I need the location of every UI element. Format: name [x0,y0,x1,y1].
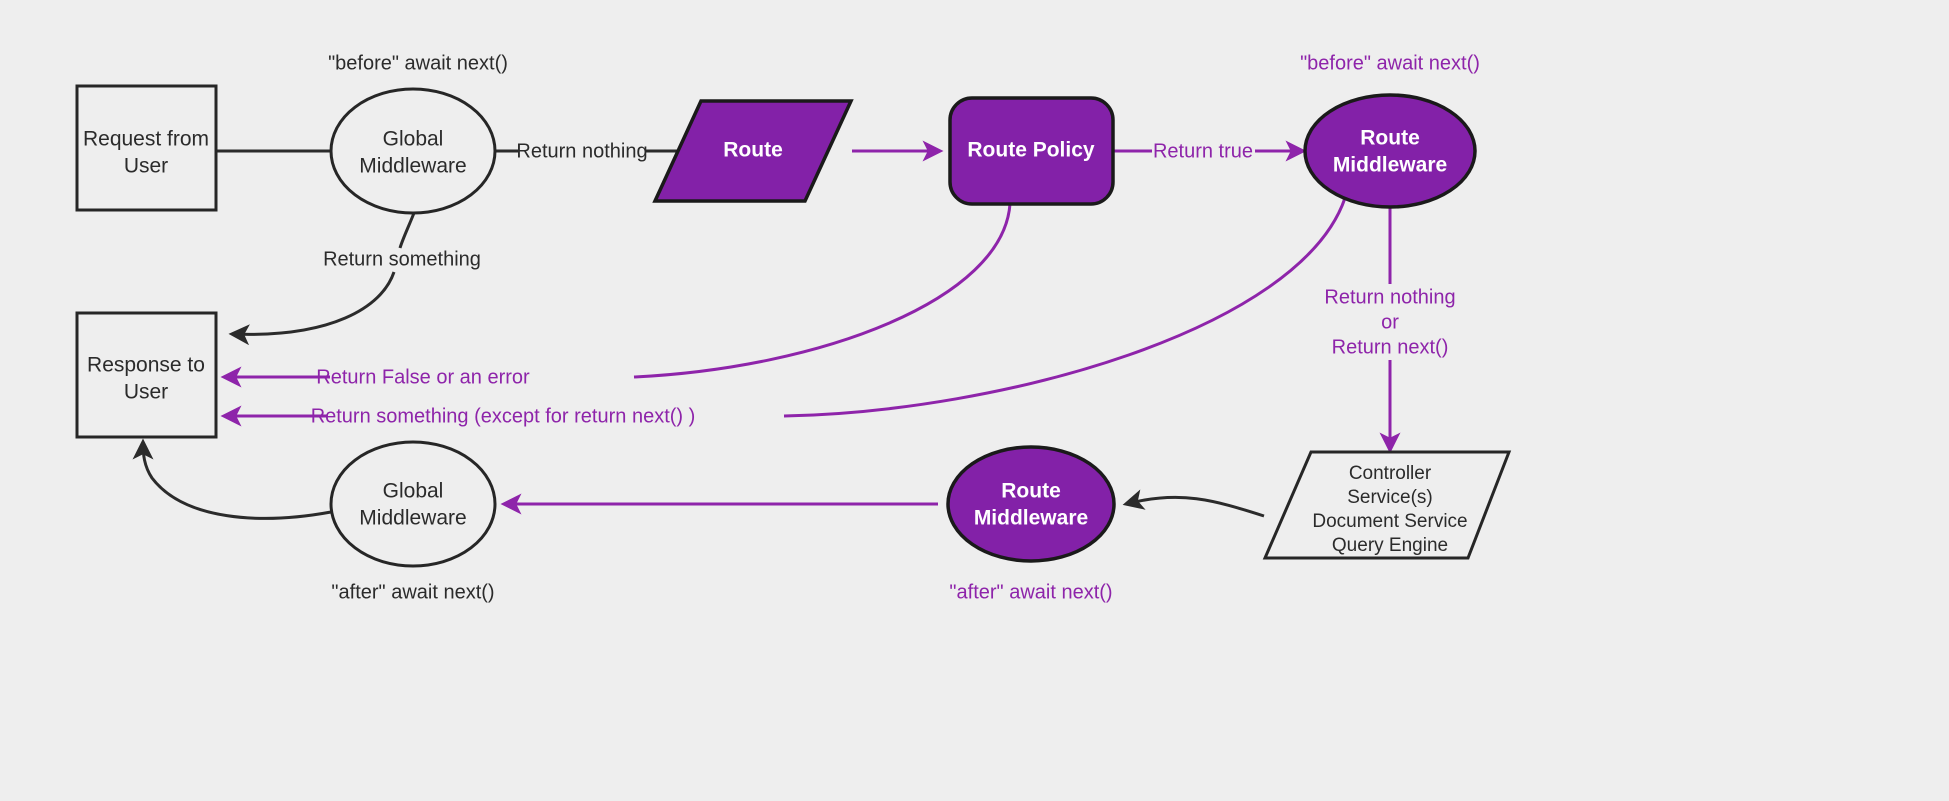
node-route-policy-label: Route Policy [967,139,1095,162]
edge-label-return-true: Return true [1153,140,1253,162]
node-global-middleware-top[interactable]: Global Middleware [329,87,497,215]
edge-route-policy-to-response-curve [633,203,1012,379]
node-request-from-user-line1: Request from [83,128,209,151]
edge-route-middleware-to-response-curve [783,197,1347,418]
edge-label-return-nothing-or-line1: Return nothing [1324,286,1455,308]
node-global-middleware-top-line1: Global [383,128,444,151]
annotation-after-await-next-bottom-right: "after" await next() [949,581,1112,603]
node-route-label: Route [723,139,783,162]
node-response-to-user-line1: Response to [87,354,205,377]
node-route-middleware-bottom-line1: Route [1001,480,1061,503]
edge-label-return-something-except: Return something (except for return next… [311,405,696,427]
node-global-middleware-bottom[interactable]: Global Middleware [329,440,497,568]
node-response-to-user[interactable]: Response to User [75,311,218,439]
edge-label-return-nothing: Return nothing [516,140,647,162]
annotation-before-await-next-top-left: "before" await next() [328,52,508,74]
annotation-before-await-next-top-right: "before" await next() [1300,52,1480,74]
node-global-middleware-top-line2: Middleware [359,155,466,178]
node-controller-stack[interactable]: Controller Service(s) Document Service Q… [1262,450,1512,560]
node-global-middleware-bottom-line1: Global [383,480,444,503]
node-route-middleware-bottom[interactable]: Route Middleware [946,445,1116,563]
edge-label-return-nothing-or-line2: or [1381,311,1399,333]
edge-global-middleware-bottom-to-response [132,438,332,520]
edge-controller-to-route-middleware-bottom [1122,489,1265,518]
edge-global-middleware-to-response-b [228,271,396,346]
node-route-middleware-bottom-line2: Middleware [974,507,1088,530]
node-controller-stack-line3: Document Service [1312,511,1467,532]
node-route[interactable]: Route [652,99,854,203]
node-controller-stack-line2: Service(s) [1347,487,1433,508]
edge-label-return-false-or-error: Return False or an error [316,366,530,388]
node-controller-stack-line4: Query Engine [1332,535,1448,556]
node-route-middleware-top-line2: Middleware [1333,154,1447,177]
node-request-from-user[interactable]: Request from User [75,84,218,212]
node-controller-stack-line1: Controller [1349,463,1432,484]
node-route-middleware-top-line1: Route [1360,127,1420,150]
node-response-to-user-line2: User [124,381,168,404]
edge-label-return-something: Return something [323,248,481,270]
node-route-policy[interactable]: Route Policy [948,96,1115,206]
node-global-middleware-bottom-line2: Middleware [359,507,466,530]
node-route-middleware-top[interactable]: Route Middleware [1303,93,1477,209]
annotation-after-await-next-bottom-left: "after" await next() [331,581,494,603]
edge-label-return-nothing-or-line3: Return next() [1332,336,1449,358]
node-request-from-user-line2: User [124,155,168,178]
